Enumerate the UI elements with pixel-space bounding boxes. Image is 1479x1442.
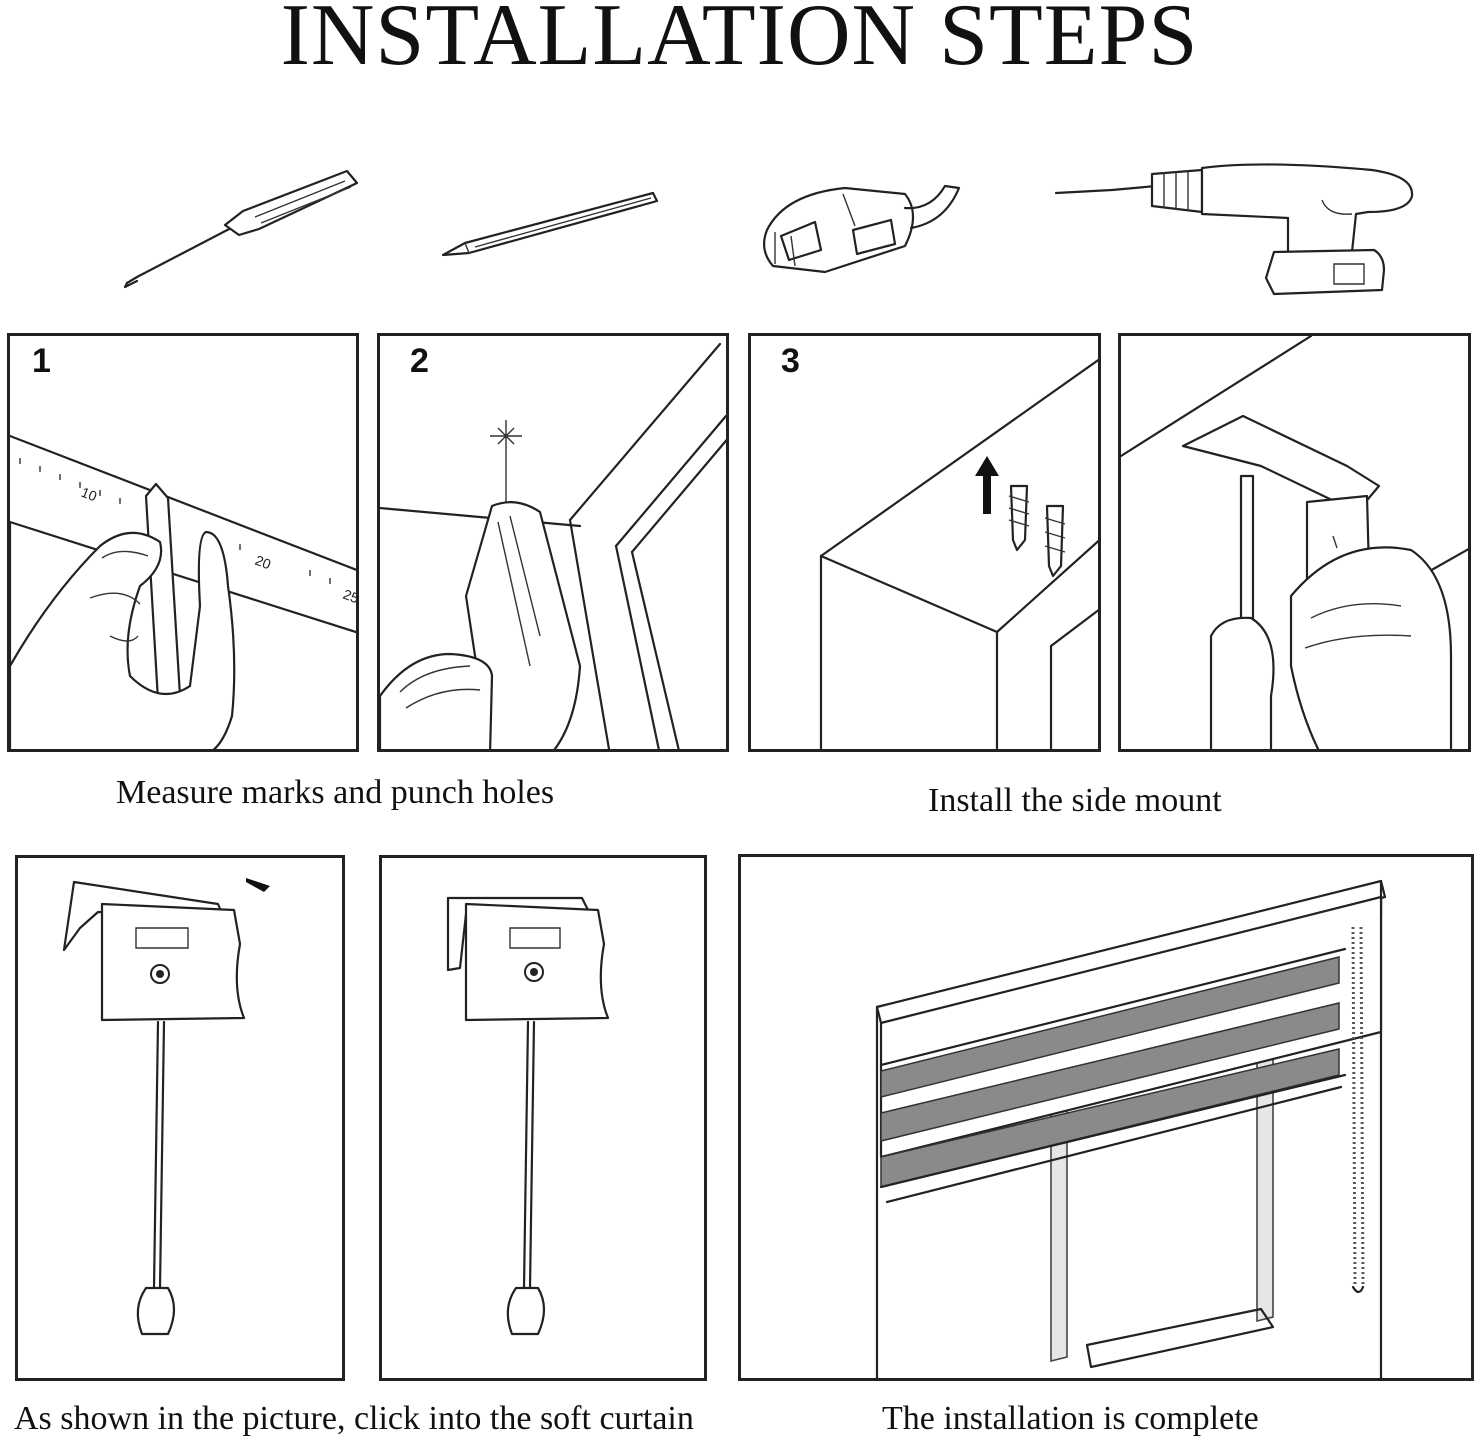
- step-number: 1: [32, 342, 51, 380]
- caption-side-mount: Install the side mount: [928, 782, 1222, 819]
- caption-measure: Measure marks and punch holes: [116, 774, 555, 811]
- ruler-tick-label: 25: [341, 586, 359, 607]
- step-2-panel: 2: [377, 333, 729, 752]
- bracket-clicked-illustration: [446, 896, 610, 1336]
- bracket-click-illustration: [62, 878, 270, 1336]
- click-in-panel-b: [379, 855, 707, 1381]
- ruler-tick-label: 20: [253, 552, 273, 573]
- caption-complete: The installation is complete: [882, 1400, 1259, 1437]
- screwdriver-icon: [123, 169, 359, 289]
- step-number: 3: [781, 342, 800, 380]
- page-title: INSTALLATION STEPS: [280, 0, 1199, 84]
- step-number: 2: [410, 342, 429, 380]
- ruler-tick-label: 10: [79, 484, 99, 505]
- click-in-panel-a: [15, 855, 345, 1381]
- step-3-panel: 3: [748, 333, 1101, 752]
- step-4-panel: [1118, 333, 1471, 752]
- caption-click-in: As shown in the picture, click into the …: [14, 1400, 694, 1437]
- drill-illustration: [380, 342, 726, 749]
- installed-blind-panel: [738, 854, 1474, 1381]
- power-drill-icon: [1054, 163, 1414, 296]
- step-1-panel: 1 10 20 25: [7, 333, 359, 752]
- tape-measure-icon: [762, 184, 961, 274]
- pencil-icon: [441, 191, 659, 257]
- measure-illustration: 10 20 25: [10, 434, 359, 749]
- anchors-illustration: [819, 358, 1098, 749]
- installed-blind-illustration: [875, 879, 1387, 1378]
- bracket-illustration: [1121, 336, 1468, 749]
